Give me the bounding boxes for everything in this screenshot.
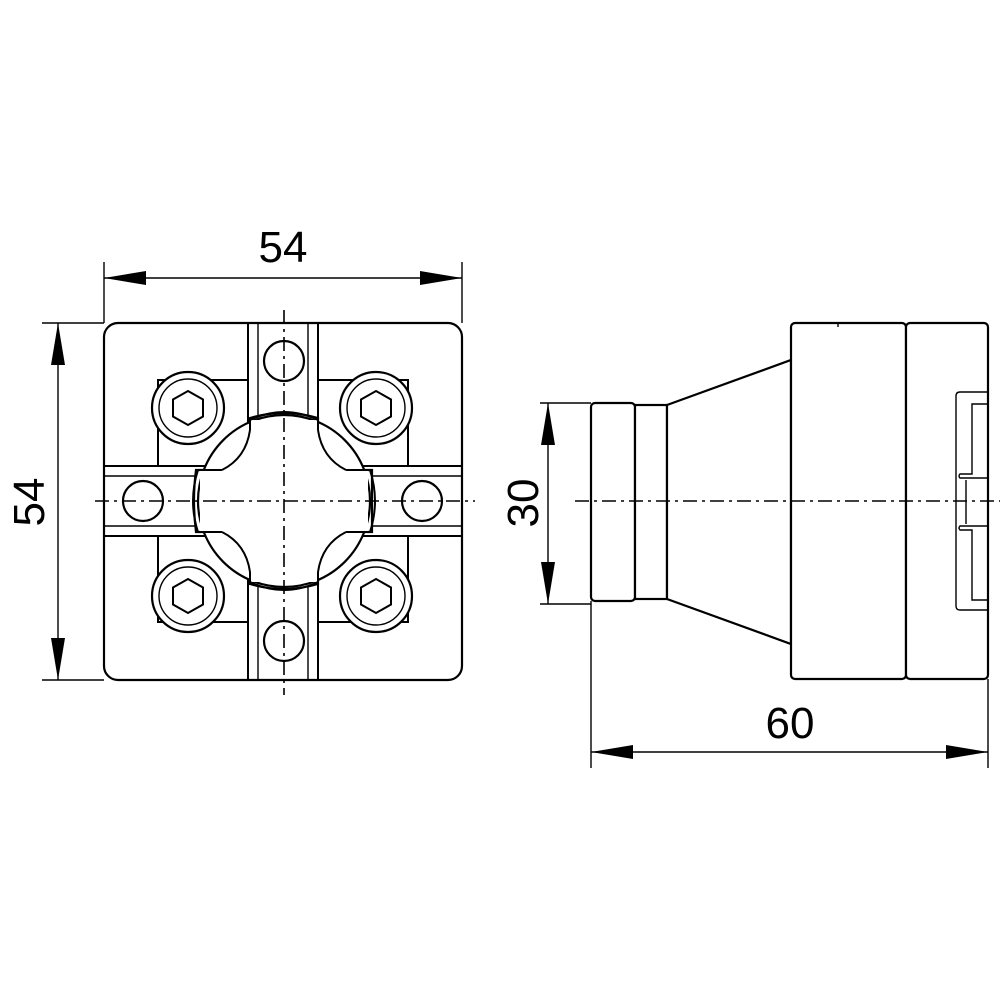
side-diameter-label: 30 <box>499 479 548 528</box>
screw-top-left <box>150 370 226 446</box>
screw-top-right <box>338 370 414 446</box>
front-view <box>95 310 475 695</box>
spigot-collar <box>633 403 669 601</box>
side-length-dimension: 60 <box>590 601 989 768</box>
side-diameter-dimension: 30 <box>499 402 591 605</box>
front-height-label: 54 <box>5 478 54 527</box>
front-height-dimension: 54 <box>5 322 104 681</box>
screw-pockets <box>157 379 409 623</box>
screw-bottom-right <box>338 558 414 634</box>
front-width-label: 54 <box>259 223 308 272</box>
side-length-label: 60 <box>766 699 815 748</box>
spigot-front <box>589 401 637 603</box>
side-view <box>575 321 1000 681</box>
front-width-dimension: 54 <box>103 223 463 323</box>
screw-bottom-left <box>150 558 226 634</box>
taper-cone <box>665 358 793 646</box>
